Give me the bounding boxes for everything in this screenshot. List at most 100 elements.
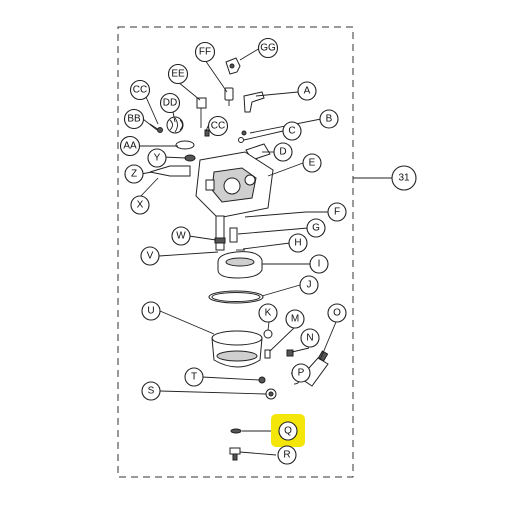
callout-label: B bbox=[326, 114, 333, 125]
callout-circle bbox=[306, 218, 326, 238]
callout-k: K bbox=[258, 303, 278, 323]
callout-label: S bbox=[148, 386, 155, 397]
callout-m: M bbox=[285, 309, 305, 329]
callout-x: X bbox=[130, 195, 150, 215]
callout-label: GG bbox=[260, 43, 276, 54]
callout-circle bbox=[257, 37, 279, 59]
callout-circle bbox=[277, 445, 297, 465]
callout-j: J bbox=[299, 275, 319, 295]
callout-ee: EE bbox=[167, 63, 189, 85]
callout-circle bbox=[141, 381, 161, 401]
callout-circle bbox=[167, 63, 189, 85]
callout-label: P bbox=[298, 368, 305, 379]
callout-label: Y bbox=[154, 153, 161, 164]
callout-g: G bbox=[306, 218, 326, 238]
callout-circle bbox=[285, 309, 305, 329]
assembly-callout: 31 bbox=[391, 165, 417, 191]
callout-label: CC bbox=[133, 85, 147, 96]
callout-e: E bbox=[302, 153, 322, 173]
assembly-number: 31 bbox=[398, 173, 410, 184]
callout-circle bbox=[327, 202, 347, 222]
callout-circle bbox=[327, 303, 347, 323]
callout-label: X bbox=[137, 200, 144, 211]
callout-circle bbox=[124, 164, 144, 184]
callout-circle bbox=[319, 109, 339, 129]
callout-o: O bbox=[327, 303, 347, 323]
callout-dd: DD bbox=[159, 92, 181, 114]
callout-label: N bbox=[306, 333, 313, 344]
callout-circle bbox=[309, 254, 329, 274]
callout-circle bbox=[258, 303, 278, 323]
callout-cc1: CC bbox=[129, 79, 151, 101]
callout-circle bbox=[297, 81, 317, 101]
callout-circle bbox=[282, 121, 302, 141]
callout-label: E bbox=[309, 158, 316, 169]
callout-circle bbox=[273, 142, 293, 162]
callout-circle bbox=[300, 328, 320, 348]
callout-label: DD bbox=[163, 98, 177, 109]
callout-label: K bbox=[265, 308, 272, 319]
callout-y: Y bbox=[147, 148, 167, 168]
callout-s: S bbox=[141, 381, 161, 401]
callout-circle bbox=[119, 135, 141, 157]
callout-label: F bbox=[334, 207, 340, 218]
callout-w: W bbox=[171, 226, 191, 246]
callout-label: Q bbox=[284, 426, 292, 437]
callout-label: BB bbox=[127, 114, 141, 125]
callout-bb: BB bbox=[123, 108, 145, 130]
callout-r: R bbox=[277, 445, 297, 465]
callout-circle bbox=[302, 153, 322, 173]
callout-circle bbox=[123, 108, 145, 130]
callout-aa: AA bbox=[119, 135, 141, 157]
callout-f: F bbox=[327, 202, 347, 222]
callout-ff: FF bbox=[194, 41, 216, 63]
callout-label: EE bbox=[171, 69, 185, 80]
callout-label: V bbox=[147, 251, 154, 262]
callout-label: O bbox=[333, 308, 341, 319]
callout-h: H bbox=[288, 233, 308, 253]
callout-label: AA bbox=[123, 141, 137, 152]
callout-i: I bbox=[309, 254, 329, 274]
callout-circle bbox=[171, 226, 191, 246]
callout-z: Z bbox=[124, 164, 144, 184]
callout-circle bbox=[184, 367, 204, 387]
callout-q: Q bbox=[278, 421, 298, 441]
callout-cc2: CC bbox=[207, 115, 229, 137]
callout-gg: GG bbox=[257, 37, 279, 59]
callout-p: P bbox=[291, 363, 311, 383]
callout-n: N bbox=[300, 328, 320, 348]
callout-label: U bbox=[147, 306, 154, 317]
callout-label: Z bbox=[131, 169, 137, 180]
callout-circle bbox=[299, 275, 319, 295]
callout-circle bbox=[278, 421, 298, 441]
callout-label: T bbox=[191, 372, 197, 383]
callout-circle bbox=[147, 148, 167, 168]
assembly-boundary bbox=[117, 26, 354, 478]
callout-label: M bbox=[291, 314, 299, 325]
callout-label: CC bbox=[211, 121, 225, 132]
callout-circle bbox=[207, 115, 229, 137]
callout-label: D bbox=[279, 147, 286, 158]
part-drawings bbox=[149, 57, 329, 461]
callout-u: U bbox=[141, 301, 161, 321]
callout-circle bbox=[129, 79, 151, 101]
callout-label: FF bbox=[199, 47, 211, 58]
callout-circle bbox=[141, 301, 161, 321]
callout-v: V bbox=[140, 246, 160, 266]
callout-circle bbox=[159, 92, 181, 114]
callout-b: B bbox=[319, 109, 339, 129]
callout-label: R bbox=[283, 450, 290, 461]
callout-label: J bbox=[307, 280, 312, 291]
callout-a: A bbox=[297, 81, 317, 101]
callout-label: C bbox=[288, 126, 295, 137]
callout-label: W bbox=[176, 231, 186, 242]
callout-circle bbox=[288, 233, 308, 253]
callout-circle bbox=[194, 41, 216, 63]
callout-circle bbox=[291, 363, 311, 383]
leader-lines bbox=[139, 47, 392, 456]
callout-label: A bbox=[304, 86, 311, 97]
callout-label: I bbox=[318, 259, 321, 270]
callout-label: G bbox=[312, 223, 320, 234]
